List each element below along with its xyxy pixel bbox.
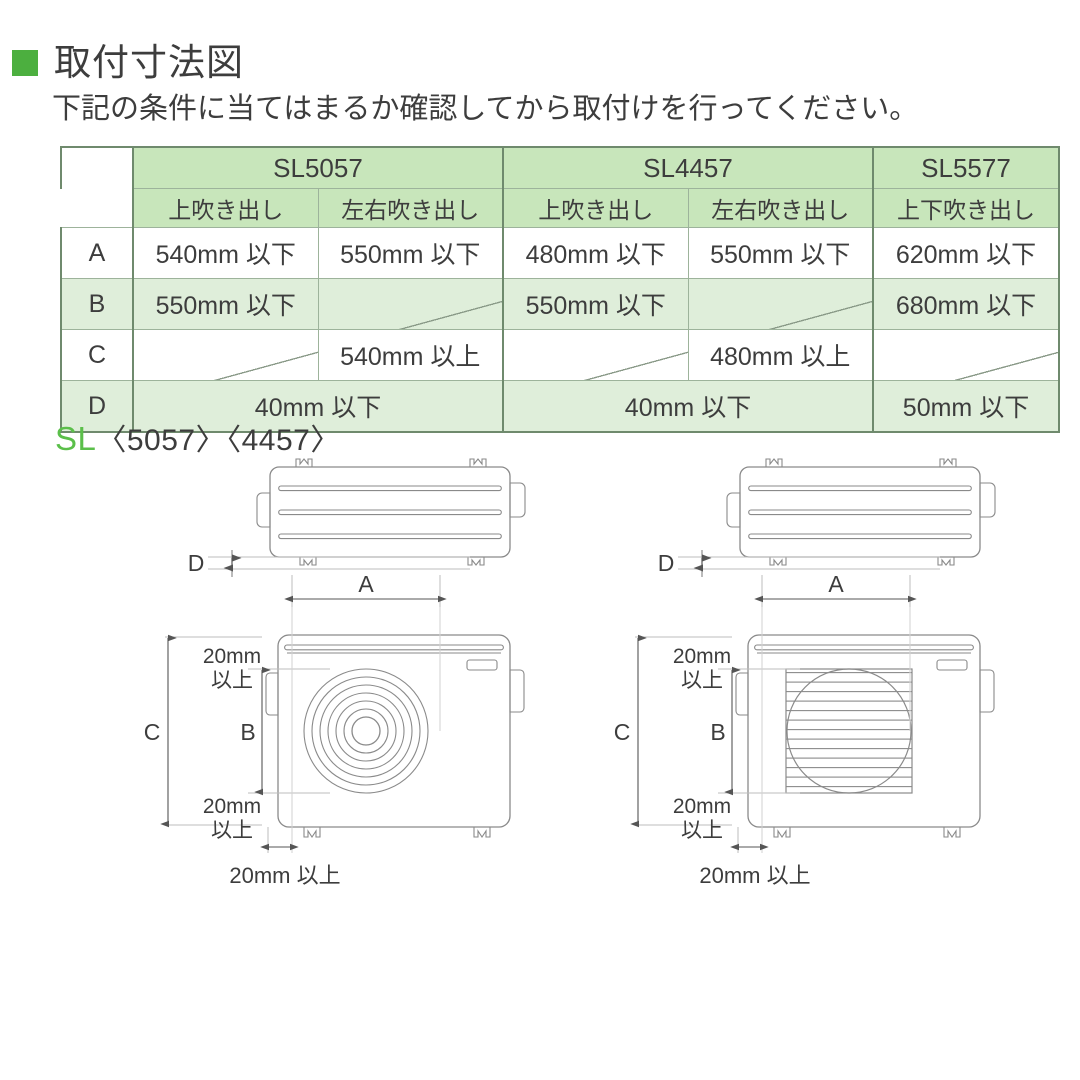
right-a-label: A — [828, 571, 844, 597]
left-front-view — [160, 607, 525, 853]
cell-c-sl5057-up-na — [132, 329, 319, 381]
row-label-d: D — [60, 380, 134, 433]
cell-b-sl4457-side-na — [687, 278, 874, 330]
cell-a-sl5057-up: 540mm 以下 — [132, 227, 319, 279]
cell-b-sl5057-up: 550mm 以下 — [132, 278, 319, 330]
cell-b-sl5057-side-na — [317, 278, 504, 330]
subheader-sl5057-side: 左右吹き出し — [317, 188, 504, 228]
right-d-label: D — [658, 550, 675, 576]
cell-c-sl5577-na — [872, 329, 1060, 381]
right-bottom-clearance-value: 20mm — [673, 795, 731, 818]
left-d-label: D — [188, 550, 205, 576]
cell-d-sl5577: 50mm 以下 — [872, 380, 1060, 433]
group-header-sl5577: SL5577 — [872, 146, 1060, 189]
subheader-sl5577-updown: 上下吹き出し — [872, 188, 1060, 228]
table-row: B 550mm 以下 550mm 以下 680mm 以下 — [60, 278, 1060, 330]
group-header-sl4457: SL4457 — [502, 146, 874, 189]
subheader-sl4457-side: 左右吹き出し — [687, 188, 874, 228]
right-front-view — [630, 607, 995, 853]
page-header: 取付寸法図 下記の条件に当てはまるか確認してから取付けを行ってください。 — [0, 0, 1080, 127]
table-row: D 40mm 以下 40mm 以下 50mm 以下 — [60, 380, 1060, 433]
left-top-clearance-value: 20mm — [203, 645, 261, 668]
cell-c-sl5057-side: 540mm 以上 — [317, 329, 504, 381]
cell-a-sl5057-side: 550mm 以下 — [317, 227, 504, 279]
page-subtitle: 下記の条件に当てはまるか確認してから取付けを行ってください。 — [52, 93, 919, 125]
cell-a-sl5577: 620mm 以下 — [872, 227, 1060, 279]
left-side-clearance-label: 20mm 以上 — [229, 863, 340, 888]
spec-table: SL5057 SL4457 SL5577 上吹き出し 左右吹き出し 上吹き出し … — [60, 146, 1060, 433]
model-caption: SL〈5057〉〈4457〉 — [55, 415, 341, 459]
cell-c-sl4457-side: 480mm 以上 — [687, 329, 874, 381]
row-label-a: A — [60, 227, 134, 279]
right-top-clearance-value: 20mm — [673, 645, 731, 668]
right-top-view — [678, 458, 996, 607]
title-row: 取付寸法図 — [12, 44, 1080, 81]
left-bottom-clearance-value: 20mm — [203, 795, 261, 818]
right-bottom-clearance-unit: 以上 — [681, 819, 723, 842]
right-b-label: B — [710, 719, 725, 745]
subheader-sl5057-up: 上吹き出し — [132, 188, 319, 228]
left-b-label: B — [240, 719, 255, 745]
left-a-label: A — [358, 571, 374, 597]
cell-b-sl5577: 680mm 以下 — [872, 278, 1060, 330]
row-label-b: B — [60, 278, 134, 330]
left-c-label: C — [144, 719, 161, 745]
model-caption-models: 〈5057〉〈4457〉 — [96, 424, 341, 457]
green-square-bullet-icon — [12, 49, 38, 76]
corner-cell — [60, 146, 134, 189]
row-label-c: C — [60, 329, 134, 381]
table-group-header-row: SL5057 SL4457 SL5577 — [60, 146, 1060, 189]
subheader-sl4457-up: 上吹き出し — [502, 188, 689, 228]
table-row: C 540mm 以上 480mm 以上 — [60, 329, 1060, 381]
model-caption-prefix: SL — [55, 420, 97, 457]
cell-a-sl4457-side: 550mm 以下 — [687, 227, 874, 279]
cell-b-sl4457-up: 550mm 以下 — [502, 278, 689, 330]
right-side-clearance-label: 20mm 以上 — [699, 863, 810, 888]
group-header-sl5057: SL5057 — [132, 146, 504, 189]
left-top-clearance-unit: 以上 — [211, 669, 253, 692]
page-title: 取付寸法図 — [54, 42, 244, 83]
cell-c-sl4457-up-na — [502, 329, 689, 381]
diagram-area: D A C B 20mm 以上 20mm 以上 20mm 以上 D A C B … — [0, 455, 1080, 925]
cell-d-sl4457: 40mm 以下 — [502, 380, 874, 433]
right-top-clearance-unit: 以上 — [681, 669, 723, 692]
cell-a-sl4457-up: 480mm 以下 — [502, 227, 689, 279]
table-row: A 540mm 以下 550mm 以下 480mm 以下 550mm 以下 62… — [60, 227, 1060, 279]
spec-table-container: SL5057 SL4457 SL5577 上吹き出し 左右吹き出し 上吹き出し … — [60, 146, 1060, 433]
table-subheader-row: 上吹き出し 左右吹き出し 上吹き出し 左右吹き出し 上下吹き出し — [61, 188, 1060, 228]
right-c-label: C — [614, 719, 631, 745]
corner-cell-2 — [61, 188, 134, 228]
left-top-view — [208, 458, 526, 607]
left-bottom-clearance-unit: 以上 — [211, 819, 253, 842]
diagram-svg: D A C B 20mm 以上 20mm 以上 20mm 以上 D A C B … — [144, 458, 996, 888]
